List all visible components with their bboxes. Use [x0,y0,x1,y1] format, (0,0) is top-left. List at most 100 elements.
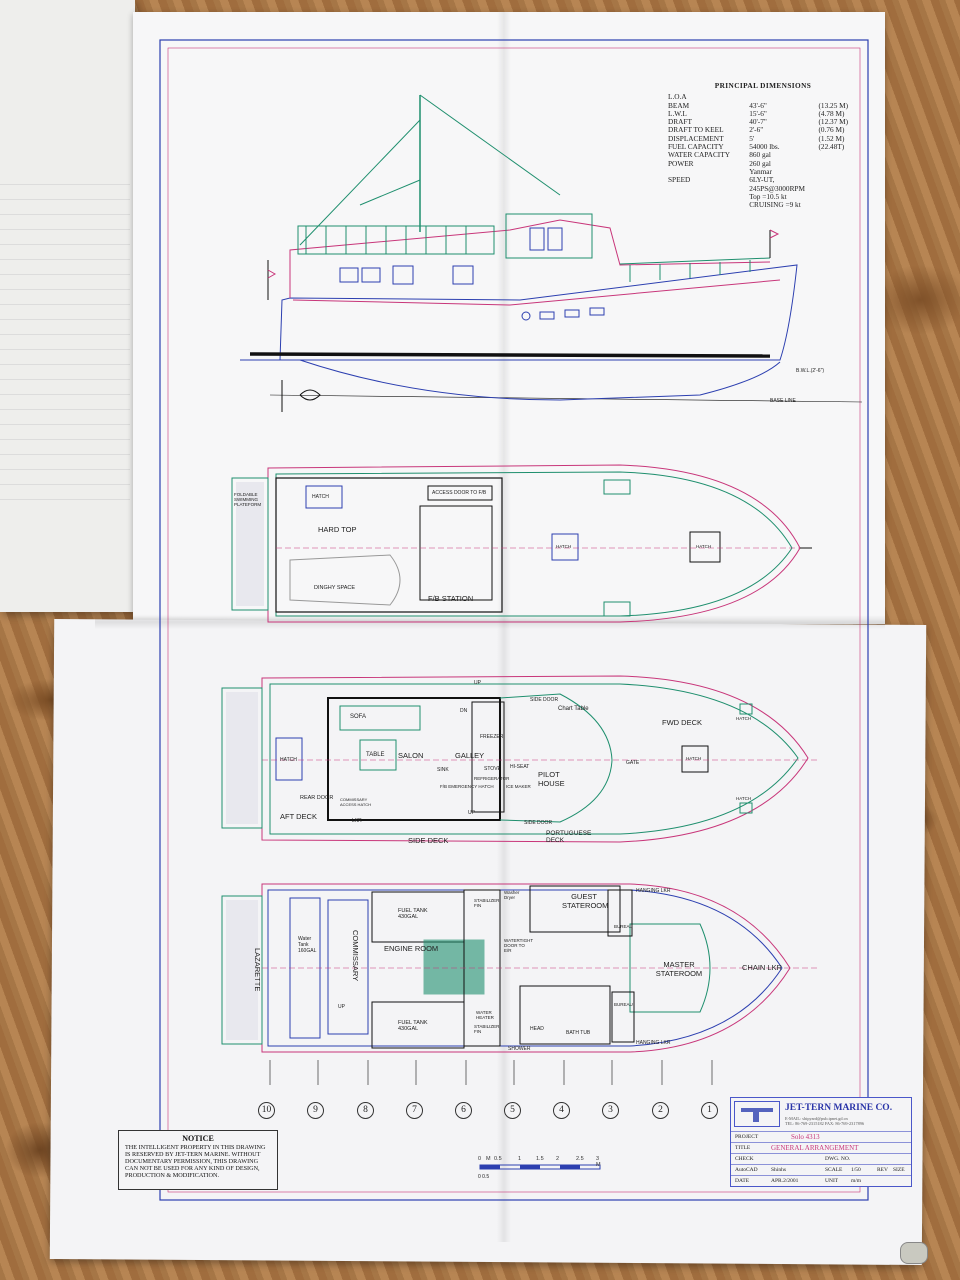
dimension-metric: (13.25 M) [818,100,849,110]
dimension-key: WATER CAPACITY [668,150,730,160]
clip-hinge [900,1242,928,1264]
scale-bar-tick: 2 [556,1156,560,1162]
lower-deck-plan [221,883,820,1085]
dimension-value: 6LY-UT, 245PS@3000RPM [749,175,805,193]
water-tank-label: Water Tank 160GAL [298,936,317,954]
commissary-label: COMMISSARY [351,930,360,982]
unit-value: m/m [851,1178,862,1184]
title-label: TITLE [735,1145,751,1151]
station-number: 2 [652,1102,669,1119]
station-number: 7 [406,1102,423,1119]
dimension-key [668,193,749,201]
station-number: 10 [258,1102,275,1119]
watertight-door-label: WATERTIGHT DOOR TO E/R [504,938,534,953]
title-value: GENERAL ARRANGEMENT [771,1144,859,1152]
fb-station-label: F/B STATION [428,594,474,603]
up-lower-label: UP [338,1004,345,1010]
station-number: 3 [602,1102,619,1119]
notice-box: NOTICE THE INTELLIGENT PROPERTY IN THIS … [118,1130,278,1190]
fb-hatch-2-label: HATCH [556,544,572,549]
size-label: SIZE [893,1167,905,1173]
date-label: DATE [735,1178,750,1184]
chain-locker-label: CHAIN LKR [742,963,783,972]
scale-bar-tick: M [486,1156,491,1162]
lazarette-label: LAZARETTE [253,948,262,992]
water-heater-label: WATER HEATER [476,1010,494,1020]
flybridge-hatch-label: HATCH [312,494,329,500]
side-deck-label: SIDE DECK [408,836,449,845]
principal-dimensions-title: PRINCIPAL DIMENSIONS [714,81,812,90]
head-label: HEAD [530,1026,544,1032]
company-logo [734,1101,780,1127]
up-label-bottom: UP [468,810,475,816]
company-tel: TEL: 86-769-2315182 FAX: 86-769-2317896 [785,1121,865,1126]
shower-label: SHOWER [508,1046,531,1052]
access-door-label: ACCESS DOOR TO F/B [432,490,487,496]
hanging-locker-bottom-label: HANGING LKR [636,1040,671,1046]
dimension-key: DRAFT TO KEEL [668,125,724,135]
dimension-metric: (12.37 M) [818,117,849,127]
dimension-row: CRUISING =9 kt [668,200,868,210]
dimension-value: 43'-6" [749,100,767,110]
hanging-locker-top-label: HANGING LKR [636,888,671,894]
open-binder-page [0,0,135,612]
unit-label: UNIT [825,1178,839,1184]
fwd-hatch-bottom-label: HATCH [736,796,752,801]
dimension-row: L.O.A [668,92,868,101]
pilot-house-label: PILOT HOUSE [538,770,565,788]
station-number: 4 [553,1102,570,1119]
refrigerator-label: REFRIGERATOR [474,776,510,781]
dimension-key [668,201,749,209]
dimension-row: Top =10.5 kt [668,191,868,201]
dwg-label: DWG. NO. [825,1156,851,1162]
main-deck-plan [221,675,820,843]
chart-table-label: Chart Table [558,706,589,712]
notice-text: THE INTELLIGENT PROPERTY IN THIS DRAWING… [125,1144,266,1179]
dn-label: DN [460,708,468,714]
station-number: 8 [357,1102,374,1119]
project-label: PROJECT [735,1134,759,1140]
fwd-hatch-top-label: HATCH [736,716,752,721]
check-row: CHECK DWG. NO. [731,1153,911,1165]
dimension-value: Yanmar [749,166,772,176]
date-row: DATE APR.2/2001 UNIT m/m [731,1175,911,1187]
side-door-bottom-label: SIDE DOOR [524,820,553,826]
dimension-key: L.W.L [668,108,687,118]
dimension-value: 2'-6" [749,125,764,135]
scale-bar-tick: 1.5 [536,1156,544,1162]
scale-bar-tick: 3 M [596,1156,601,1168]
gate-label: GATE [626,760,640,766]
stabilizer-bottom-label: STABILIZER FIN [474,1024,500,1034]
fwd-hatch-label: HATCH [686,756,702,761]
hi-seat-label: HI-SEAT [510,764,530,770]
bureau-top-label: BUREAU [614,924,633,929]
dimension-value: 860 gal [749,150,771,160]
aft-hatch-label: HATCH [280,757,297,763]
binder-table-lines [0,170,130,500]
scale-bar-tick: 0.5 [494,1156,502,1162]
dimension-value: CRUISING =9 kt [749,200,801,210]
title-block: JET-TERN MARINE CO. E-MAIL: shipyard@pub… [730,1097,912,1187]
dimension-value: Top =10.5 kt [749,191,787,201]
up-label-top: UP [474,680,481,686]
dimension-row: Yanmar [668,166,868,176]
rev-label: REV [877,1167,888,1173]
dimension-key: SPEED [668,175,691,185]
dimension-key: DISPLACEMENT [668,133,724,143]
galley-label: GALLEY [455,751,485,760]
bwl-label: B.W.L.(2'-6") [796,368,825,374]
scale-bar-tick: 0 [478,1156,482,1162]
fb-hatch-3-label: HATCH [696,544,712,549]
aft-deck-label: AFT DECK [280,812,317,821]
stove-label: STOVE [484,766,501,772]
station-number: 5 [504,1102,521,1119]
